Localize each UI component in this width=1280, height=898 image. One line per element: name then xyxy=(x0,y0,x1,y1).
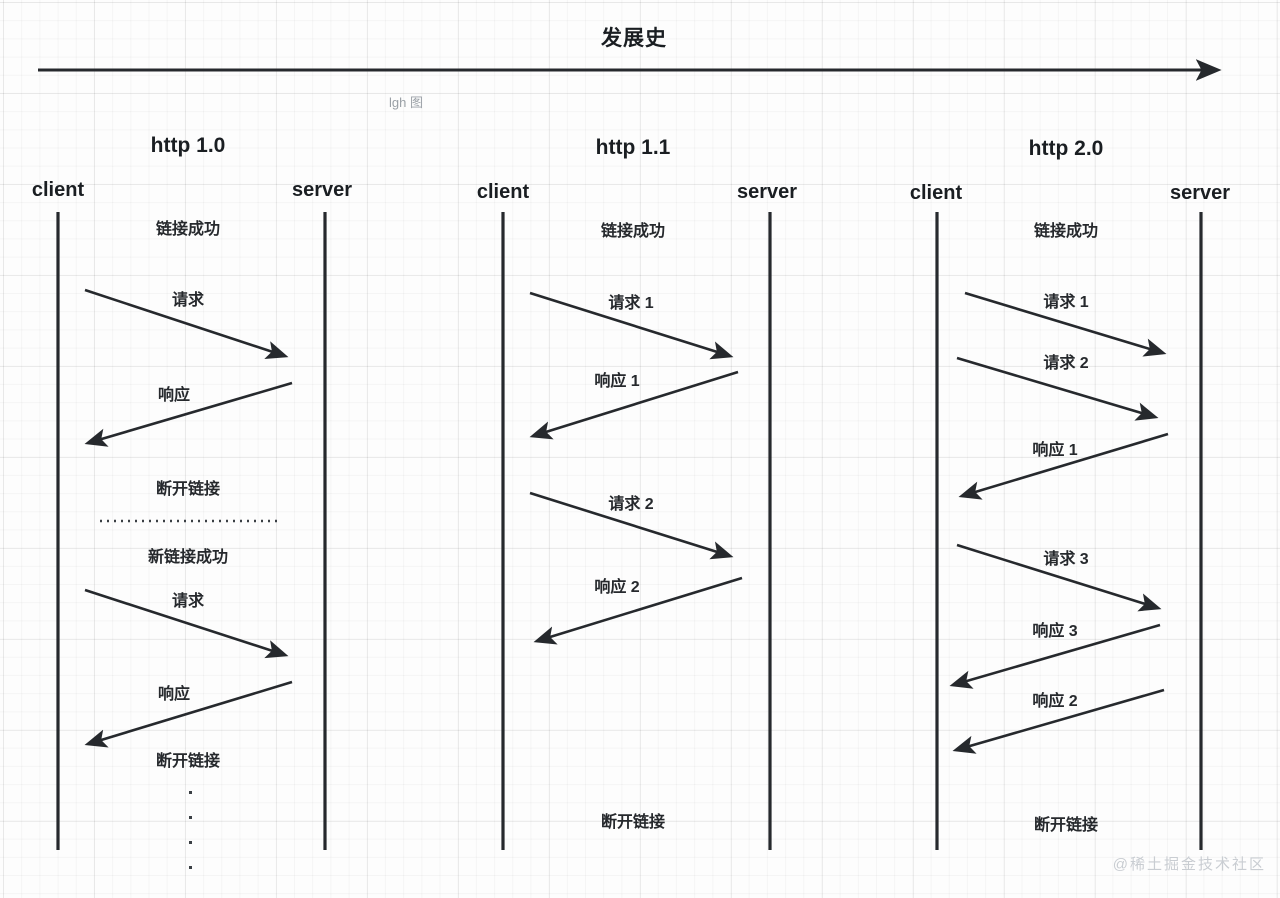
message-label-http10-1: 响应 xyxy=(157,387,191,404)
message-label-http20-3: 请求 3 xyxy=(1043,551,1089,568)
message-label-http11-3: 响应 2 xyxy=(594,579,640,596)
note-label-http10-0: 链接成功 xyxy=(155,221,221,238)
message-label-http20-0: 请求 1 xyxy=(1043,294,1089,311)
message-label-http20-5: 响应 2 xyxy=(1032,693,1078,710)
note-label-http11-1: 断开链接 xyxy=(600,814,666,831)
message-label-http11-1: 响应 1 xyxy=(594,373,640,390)
message-label-http11-0: 请求 1 xyxy=(608,295,654,312)
column-title-http10: http 1.0 xyxy=(150,134,226,157)
actor-server-http20: server xyxy=(1169,182,1231,204)
actor-server-http11: server xyxy=(736,181,798,203)
message-label-http10-0: 请求 xyxy=(171,292,205,309)
message-label-http20-2: 响应 1 xyxy=(1032,442,1078,459)
ellipsis-dot xyxy=(189,791,192,794)
note-label-http11-0: 链接成功 xyxy=(600,223,666,240)
message-label-http11-2: 请求 2 xyxy=(608,496,654,513)
actor-client-http20: client xyxy=(909,182,963,204)
actor-client-http10: client xyxy=(31,179,85,201)
note-label-http10-3: 断开链接 xyxy=(155,753,221,770)
column-title-http20: http 2.0 xyxy=(1028,137,1104,160)
note-label-http20-0: 链接成功 xyxy=(1033,223,1099,240)
column-title-http11: http 1.1 xyxy=(595,136,671,159)
message-label-http20-4: 响应 3 xyxy=(1032,623,1078,640)
vertical-ellipsis-http10 xyxy=(189,791,192,891)
page-title: 发展史 xyxy=(601,27,667,50)
message-label-http20-1: 请求 2 xyxy=(1043,355,1089,372)
actor-client-http11: client xyxy=(476,181,530,203)
actor-server-http10: server xyxy=(291,179,353,201)
credit-label: lgh 图 xyxy=(389,95,423,110)
note-label-http10-2: 新链接成功 xyxy=(147,549,229,566)
note-label-http20-1: 断开链接 xyxy=(1033,817,1099,834)
message-label-http10-3: 响应 xyxy=(157,686,191,703)
note-label-http10-1: 断开链接 xyxy=(155,481,221,498)
message-label-http10-2: 请求 xyxy=(171,593,205,610)
ellipsis-dot xyxy=(189,866,192,869)
ellipsis-dot xyxy=(189,841,192,844)
message-arrows-group xyxy=(84,288,1169,754)
ellipsis-dot xyxy=(189,816,192,819)
watermark-label: @稀土掘金技术社区 xyxy=(1112,856,1266,873)
